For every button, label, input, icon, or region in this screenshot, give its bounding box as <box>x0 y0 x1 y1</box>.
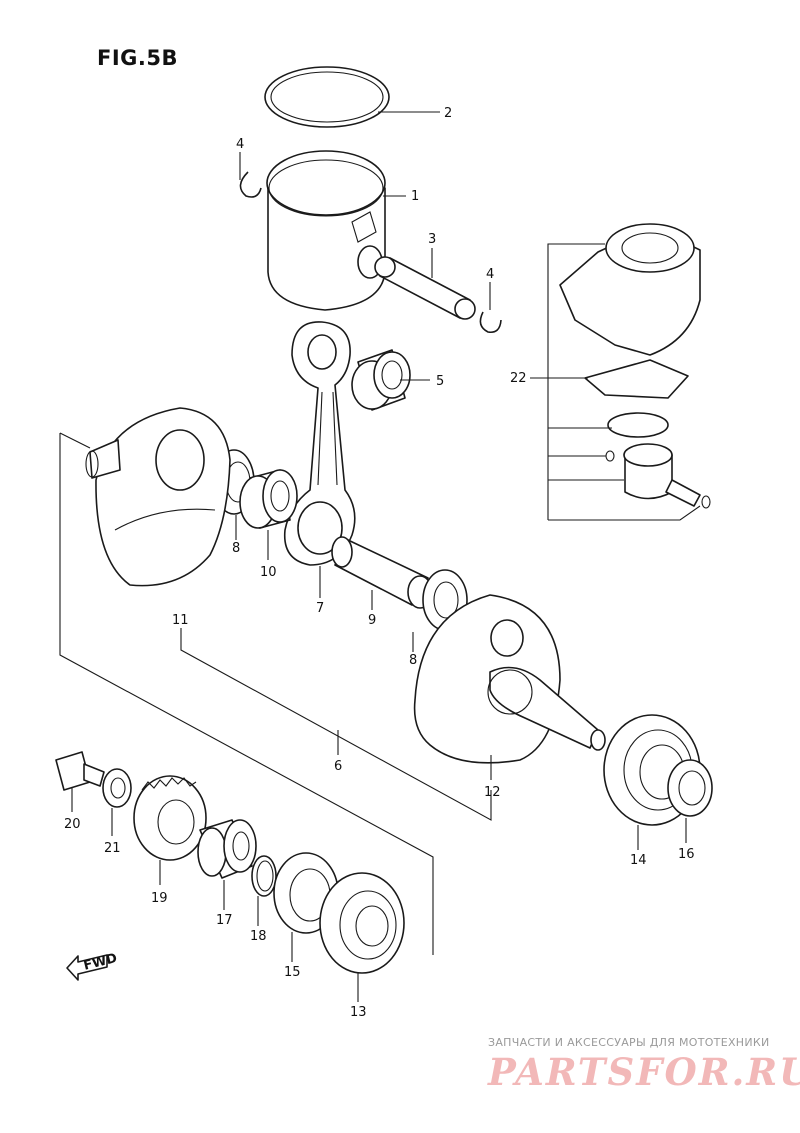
callout-9: 9 <box>368 613 376 628</box>
o-ring <box>251 855 277 897</box>
piston-pin-circlip-right <box>479 311 502 334</box>
spacer <box>197 819 257 879</box>
piston-ring <box>264 66 390 128</box>
callout-2: 2 <box>444 106 452 121</box>
callout-4-right: 4 <box>486 267 494 282</box>
cylinder-kit-inset <box>547 223 711 521</box>
callout-7: 7 <box>316 601 324 616</box>
callout-21: 21 <box>104 841 121 856</box>
callout-14: 14 <box>630 853 647 868</box>
watermark-logo: PARTSFOR.RU <box>488 1050 800 1094</box>
callout-6: 6 <box>334 759 342 774</box>
callout-22: 22 <box>510 371 527 386</box>
crankshaft-bearing-left <box>319 872 405 974</box>
big-end-bearing <box>239 469 298 529</box>
callout-3: 3 <box>428 232 436 247</box>
small-end-bearing <box>351 349 411 411</box>
callout-18: 18 <box>250 929 267 944</box>
watermark-caption: ЗАПЧАСТИ И АКСЕССУАРЫ ДЛЯ МОТОТЕХНИКИ <box>488 1036 770 1049</box>
callout-12: 12 <box>484 785 501 800</box>
figure-title: FIG.5B <box>97 46 178 70</box>
right-crank-web <box>413 594 606 764</box>
callout-8-upper: 8 <box>232 541 240 556</box>
callout-labels: 1 2 3 4 4 5 6 7 8 8 9 10 11 12 13 14 15 … <box>64 106 695 1020</box>
crank-pin <box>331 536 433 609</box>
callout-19: 19 <box>151 891 168 906</box>
bolt <box>55 751 105 791</box>
piston-pin <box>374 256 476 320</box>
assembly-bracket-lines <box>59 432 492 955</box>
callout-4-top: 4 <box>236 137 244 152</box>
callout-15: 15 <box>284 965 301 980</box>
left-crank-web <box>85 407 231 587</box>
oil-seal-right <box>667 759 713 817</box>
callout-5: 5 <box>436 374 444 389</box>
callout-11: 11 <box>172 613 189 628</box>
primary-drive-gear <box>133 775 207 861</box>
piston <box>266 150 386 311</box>
forward-arrow-icon: FWD <box>66 951 119 981</box>
piston-pin-circlip-top <box>239 171 262 198</box>
callout-17: 17 <box>216 913 233 928</box>
callout-10: 10 <box>260 565 277 580</box>
callout-13: 13 <box>350 1005 367 1020</box>
callout-20: 20 <box>64 817 81 832</box>
fwd-label: FWD <box>82 951 119 974</box>
leader-lines <box>71 111 687 1002</box>
washer <box>102 768 132 808</box>
callout-16: 16 <box>678 847 695 862</box>
callout-8-lower: 8 <box>409 653 417 668</box>
callout-1: 1 <box>411 189 419 204</box>
connecting-rod <box>283 321 356 566</box>
